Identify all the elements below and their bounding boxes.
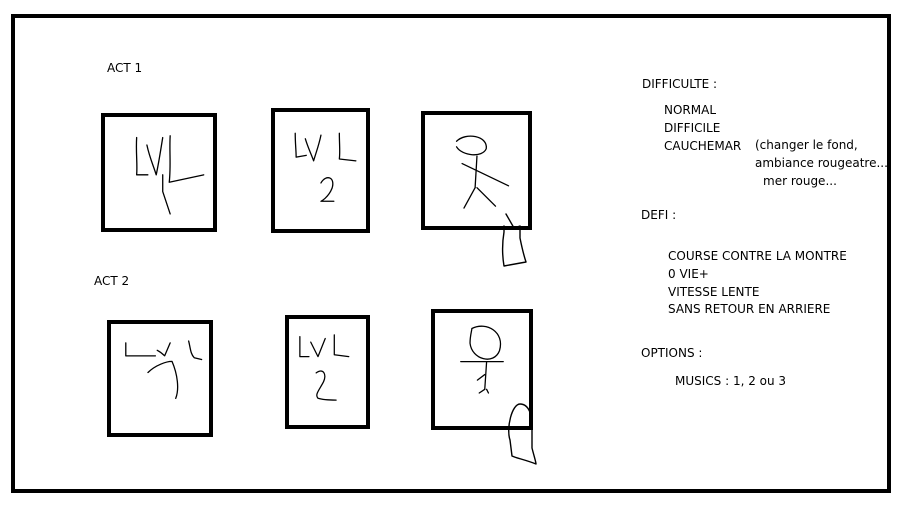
challenge-item-zero-lives[interactable]: 0 VIE+ — [668, 267, 709, 281]
challenge-item-no-backtrack[interactable]: SANS RETOUR EN ARRIERE — [668, 302, 831, 316]
boss-figure-sketch-icon — [455, 135, 510, 209]
act-2-level-2-tile[interactable] — [285, 315, 370, 429]
music-option[interactable]: MUSICS : 1, 2 ou 3 — [675, 374, 787, 388]
cauchemar-note-line-2: ambiance rougeatre... — [755, 156, 888, 170]
difficulty-option-normal[interactable]: NORMAL — [664, 103, 717, 117]
boss-figure-sketch-icon — [460, 325, 504, 394]
lvl-1-sketch-icon — [135, 135, 205, 215]
challenge-item-time-trial[interactable]: COURSE CONTRE LA MONTRE — [668, 249, 847, 263]
cauchemar-note-line-3: mer rouge... — [763, 174, 837, 188]
difficulty-option-cauchemar[interactable]: CAUCHEMAR — [664, 139, 742, 153]
act-1-label: ACT 1 — [107, 61, 143, 75]
challenge-heading: DEFI : — [641, 208, 677, 222]
act-2-boss-tile[interactable] — [431, 309, 533, 430]
lvl-2-sketch-icon — [299, 334, 350, 401]
options-heading: OPTIONS : — [641, 346, 703, 360]
lvl-1-sketch-icon — [125, 340, 203, 400]
act-1-level-1-tile[interactable] — [101, 113, 217, 232]
act-2-level-1-tile[interactable] — [107, 320, 213, 437]
cauchemar-note-line-1: (changer le fond, — [755, 138, 858, 152]
difficulty-option-difficile[interactable]: DIFFICILE — [664, 121, 721, 135]
mockup-frame — [11, 14, 891, 493]
act-1-level-2-tile[interactable] — [271, 108, 370, 233]
difficulty-heading: DIFFICULTE : — [642, 77, 718, 91]
challenge-item-slow-speed[interactable]: VITESSE LENTE — [668, 285, 760, 299]
lvl-2-sketch-icon — [294, 132, 357, 202]
act-2-label: ACT 2 — [94, 274, 130, 288]
act-1-boss-tile[interactable] — [421, 111, 532, 230]
